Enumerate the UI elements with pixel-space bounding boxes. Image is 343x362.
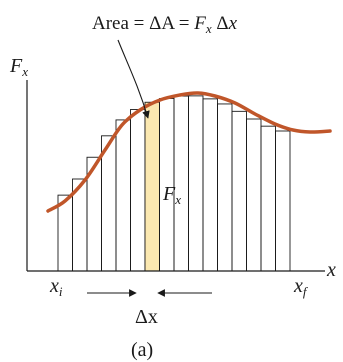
area-annotation: Area = ΔA = Fx Δx: [92, 13, 238, 36]
x-initial-label: xi: [49, 275, 63, 299]
strip: [57, 194, 73, 272]
strip: [101, 135, 117, 272]
highlighted-strip: [144, 101, 160, 272]
strip: [275, 130, 291, 272]
strip: [202, 98, 218, 272]
annotation-pointer-arrow: [117, 39, 150, 119]
delta-x-label: Δx: [135, 306, 158, 328]
strip: [115, 119, 131, 272]
figure-caption: (a): [131, 339, 153, 361]
strip: [260, 125, 276, 272]
y-axis-label: Fx: [9, 55, 28, 79]
x-final-label: xf: [293, 275, 309, 299]
strip: [246, 118, 262, 272]
force-curve: [46, 91, 332, 213]
x-axis-label: x: [326, 259, 336, 281]
strip-height-label: Fx: [162, 183, 181, 207]
strip: [231, 110, 247, 272]
strip: [217, 103, 233, 272]
strip: [130, 109, 146, 272]
strip: [173, 95, 189, 272]
strip: [188, 95, 204, 272]
